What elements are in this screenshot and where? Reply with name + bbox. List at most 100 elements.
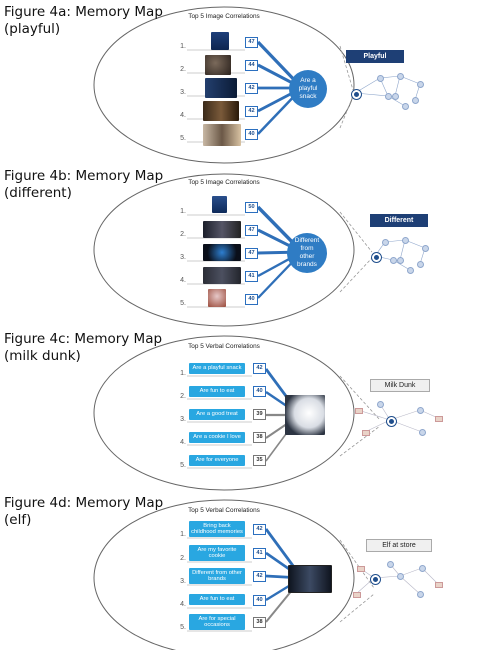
figure-4a-image-3: [205, 78, 237, 98]
figure-4c-item-4: Are a cookie I love: [189, 432, 245, 443]
figure-4c-map-node: [355, 408, 363, 414]
figure-4b-image-4: [203, 267, 241, 284]
figure-4a-score-2: 44: [245, 60, 258, 71]
oval-4c: [93, 335, 355, 491]
figure-4c-rank-2: 2.: [180, 393, 186, 400]
figure-4a-score-1: 47: [245, 37, 258, 48]
figure-4b-map-node: [417, 261, 424, 268]
figure-4d-title: Figure 4d: Memory Map (elf): [4, 495, 164, 528]
figure-4a-network-edges: [354, 75, 421, 107]
figure-4c-score-5: 35: [253, 455, 266, 466]
figure-4d-map-node: [435, 582, 443, 588]
figure-4c-map-node: [417, 407, 424, 414]
figure-4c-map-node: [435, 416, 443, 422]
figure-4d-rank-5: 5.: [180, 624, 186, 631]
figure-4b-score-5: 40: [245, 294, 258, 305]
figure-4d-score-2: 41: [253, 548, 266, 559]
figure-4c-item-3: Are a good treat: [189, 409, 245, 420]
figure-4a-image-2: [205, 55, 231, 75]
figure-4b-image-3: [203, 244, 241, 261]
callout-line-4b-top: [339, 211, 373, 253]
figure-4a-map-focus-node: [352, 90, 361, 99]
callout-line-4c-bottom: [339, 425, 381, 457]
figure-4a-image-5: [203, 124, 241, 146]
figure-4d-item-1: Bring back childhood memories: [189, 521, 245, 537]
figure-4b-map-node: [422, 245, 429, 252]
figure-4c-map-focus-node: [387, 417, 396, 426]
figure-4c-map-label: Milk Dunk: [370, 379, 430, 392]
figure-4a-map-label: Playful: [346, 50, 404, 63]
figure-4d-score-4: 40: [253, 595, 266, 606]
figure-4a-rank-2: 2.: [180, 66, 186, 73]
figure-4b-network-map: [355, 230, 435, 276]
figure-4a-map-node: [412, 97, 419, 104]
oval-4d: [93, 499, 355, 650]
figure-4c-rank-1: 1.: [180, 370, 186, 377]
figure-4d-network-map: [350, 556, 445, 610]
figure-4a-score-4: 42: [245, 106, 258, 117]
figure-4b-hub: Different from other brands: [287, 233, 327, 273]
figure-4a-rank-1: 1.: [180, 43, 186, 50]
figure-4a-map-node: [417, 81, 424, 88]
figure-4a-score-3: 42: [245, 83, 258, 94]
figure-4a-heading: Top 5 Image Correlations: [188, 13, 260, 20]
oval-4a: [93, 6, 355, 164]
figure-4d-map-node: [419, 565, 426, 572]
figure-4b-image-2: [203, 221, 241, 238]
figure-4b-map-node: [407, 267, 414, 274]
figure-4d-heading: Top 5 Verbal Correlations: [188, 507, 260, 514]
figure-4d-score-3: 42: [253, 571, 266, 582]
figure-4b-rank-3: 3.: [180, 254, 186, 261]
figure-4d-map-node: [387, 561, 394, 568]
figure-4d-map-focus-node: [371, 575, 380, 584]
figure-4b-map-node: [402, 237, 409, 244]
figure-4d-rank-3: 3.: [180, 578, 186, 585]
figure-4a-map-node: [397, 73, 404, 80]
figure-4c-item-1: Are a playful snack: [189, 363, 245, 374]
figure-4b-network-edges: [374, 239, 426, 271]
figure-4a-title: Figure 4a: Memory Map (playful): [4, 4, 163, 37]
figure-4d-item-5: Are for special occasions: [189, 614, 245, 630]
figure-4a-rank-3: 3.: [180, 89, 186, 96]
figure-4d-map-node: [357, 566, 365, 572]
callout-line-4a-top: [339, 45, 354, 91]
oval-4b: [93, 173, 355, 327]
figure-4d-map-node: [417, 591, 424, 598]
figure-4a-rank-4: 4.: [180, 112, 186, 119]
figure-4b-rank-5: 5.: [180, 300, 186, 307]
figure-4b-rank-4: 4.: [180, 277, 186, 284]
figure-4a-map-node: [402, 103, 409, 110]
figure-4c-title: Figure 4c: Memory Map (milk dunk): [4, 331, 163, 364]
figure-4b-image-1: [212, 196, 227, 213]
figure-4b-map-focus-node: [372, 253, 381, 262]
figure-4c-map-node: [377, 401, 384, 408]
figure-4c-score-4: 38: [253, 432, 266, 443]
figure-4b-rank-1: 1.: [180, 208, 186, 215]
figure-4a-map-node: [385, 93, 392, 100]
figure-4c-map-node: [419, 429, 426, 436]
figure-4a-image-4: [203, 101, 239, 121]
callout-line-4d-bottom: [339, 593, 375, 623]
figure-4c-score-3: 39: [253, 409, 266, 420]
figure-4b-map-node: [382, 239, 389, 246]
figure-4d-score-1: 42: [253, 524, 266, 535]
figure-4d-rank-2: 2.: [180, 555, 186, 562]
figure-4b-map-label: Different: [370, 214, 428, 227]
figure-4b-score-4: 41: [245, 271, 258, 282]
figure-4d-hub-image: [288, 565, 332, 593]
figure-4b-image-5: [208, 289, 226, 307]
figure-4c-rank-5: 5.: [180, 462, 186, 469]
figure-4c-hub-image: [285, 395, 325, 435]
figure-4c-heading: Top 5 Verbal Correlations: [188, 343, 260, 350]
figure-4c-item-5: Are for everyone: [189, 455, 245, 466]
figure-4d-rank-1: 1.: [180, 531, 186, 538]
figure-4b-map-node: [397, 257, 404, 264]
figure-4c-network-edges: [357, 403, 439, 433]
figure-4c-score-1: 42: [253, 363, 266, 374]
figure-4d-map-node: [353, 592, 361, 598]
figure-4b-score-3: 47: [245, 248, 258, 259]
figure-4a-map-node: [377, 75, 384, 82]
figure-4d-network-edges: [355, 563, 439, 595]
figure-4a-image-1: [211, 32, 229, 50]
